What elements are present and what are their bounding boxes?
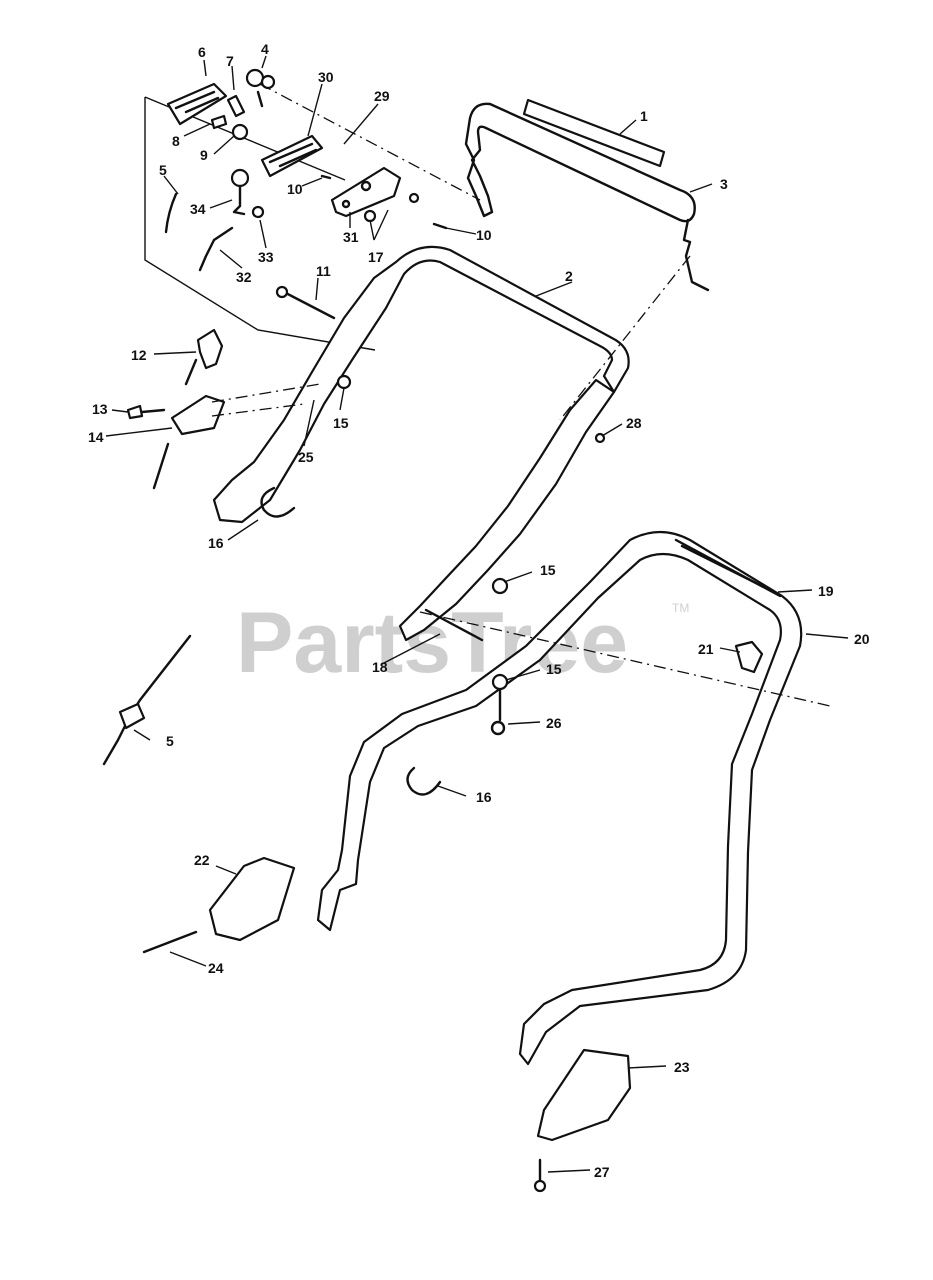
callout-33: 33 [258, 249, 274, 265]
throttle-control-housing-part [166, 82, 228, 126]
callout-27: 27 [594, 1164, 610, 1180]
callout-3: 3 [720, 176, 728, 192]
callout-25: 25 [298, 449, 314, 465]
callout-13: 13 [92, 401, 108, 417]
control-bail-part [464, 102, 710, 292]
assembly-line-bail [559, 255, 691, 421]
upper-handle-part [212, 245, 630, 642]
callout-16-lower: 16 [476, 789, 492, 805]
control-housing-30-part [260, 134, 324, 178]
callout-2: 2 [565, 268, 573, 284]
assembly-line-upper [259, 83, 481, 201]
hardware-pieces [102, 68, 764, 1193]
callout-10-upper: 10 [287, 181, 303, 197]
callout-26: 26 [546, 715, 562, 731]
callout-12: 12 [131, 347, 147, 363]
lower-grip-part [680, 544, 780, 596]
callout-21: 21 [698, 641, 714, 657]
callout-28: 28 [626, 415, 642, 431]
callout-32: 32 [236, 269, 252, 285]
assembly-line-bracket [211, 383, 321, 417]
callout-4: 4 [261, 41, 269, 57]
assembly-line-lower [419, 611, 831, 707]
callout-15-middle: 15 [540, 562, 556, 578]
grip-bar-part [522, 98, 666, 168]
callout-24: 24 [208, 960, 224, 976]
callout-22: 22 [194, 852, 210, 868]
callout-7: 7 [226, 53, 234, 69]
control-housing-31-part [330, 166, 402, 218]
callout-23: 23 [674, 1059, 690, 1075]
callout-1: 1 [640, 108, 648, 124]
callout-5-upper: 5 [159, 162, 167, 178]
callout-6: 6 [198, 44, 206, 60]
callout-leaders [105, 55, 849, 1173]
callout-20: 20 [854, 631, 870, 647]
callout-5-lower: 5 [166, 733, 174, 749]
callout-19: 19 [818, 583, 834, 599]
callout-15-lower: 15 [546, 661, 562, 677]
callout-29: 29 [374, 88, 390, 104]
callout-31: 31 [343, 229, 359, 245]
callout-34: 34 [190, 201, 206, 217]
callout-10-right: 10 [476, 227, 492, 243]
callout-18: 18 [372, 659, 388, 675]
callout-15-upper: 15 [333, 415, 349, 431]
callout-labels: 1 2 3 4 5 5 6 7 8 9 10 10 11 12 13 14 15… [88, 41, 870, 1180]
callout-11: 11 [316, 263, 331, 279]
callout-14: 14 [88, 429, 104, 445]
callout-9: 9 [200, 147, 208, 163]
callout-16-upper: 16 [208, 535, 224, 551]
callout-8: 8 [172, 133, 180, 149]
watermark-trademark: TM [672, 601, 689, 615]
callout-30: 30 [318, 69, 334, 85]
callout-17: 17 [368, 249, 384, 265]
